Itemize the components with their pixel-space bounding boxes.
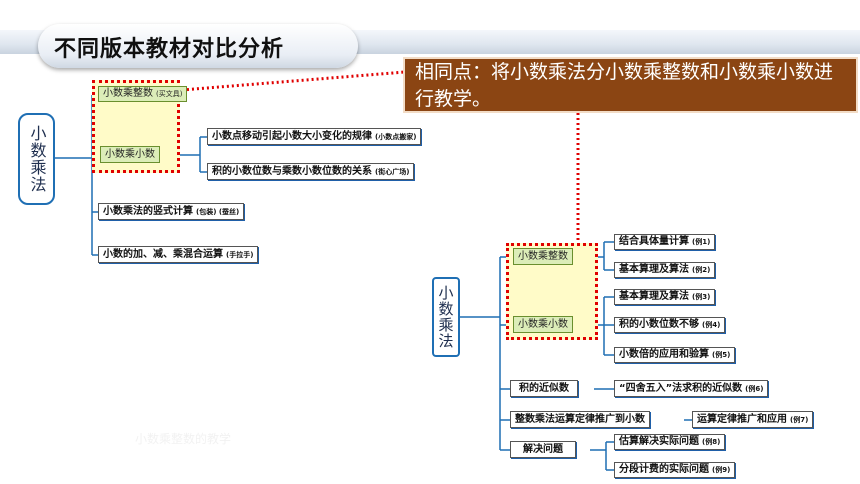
page-title: 不同版本教材对比分析 bbox=[54, 37, 285, 62]
left-branch-decimal-times-integer: 小数乘整数 (买文具) bbox=[98, 86, 188, 102]
node-tag: (例1) bbox=[692, 238, 711, 246]
right-branch-approximate-product: 积的近似数 bbox=[510, 380, 578, 397]
node-tag: (例3) bbox=[692, 293, 711, 301]
right-sub-basic-algorithm-1: 基本算理及算法(例2) bbox=[614, 262, 716, 278]
right-sub-basic-algorithm-2: 基本算理及算法(例3) bbox=[614, 289, 716, 305]
node-label: 小数乘法的竖式计算 bbox=[103, 205, 193, 217]
node-tag: (包装) (蚕丝) bbox=[196, 207, 240, 216]
node-label: 小数点移动引起小数大小变化的规律 bbox=[212, 130, 372, 142]
left-branch-decimal-times-decimal: 小数乘小数 bbox=[100, 146, 160, 163]
left-branch-mixed-operations: 小数的加、减、乘混合运算 (手拉手) bbox=[98, 246, 259, 263]
node-tag: (例6) bbox=[745, 384, 764, 393]
node-label: 小数乘整数 bbox=[103, 88, 153, 99]
node-tag: (例9) bbox=[712, 466, 731, 474]
node-tag: (例8) bbox=[702, 438, 721, 446]
left-branch-vertical-calculation: 小数乘法的竖式计算 (包装) (蚕丝) bbox=[98, 203, 245, 220]
node-tag: (例7) bbox=[790, 415, 809, 424]
node-label: 运算定律推广和应用 bbox=[697, 413, 787, 425]
node-tag: (例5) bbox=[712, 351, 731, 359]
node-label: 分段计费的实际问题 bbox=[619, 464, 709, 475]
left-sub-product-decimal-places: 积的小数位数与乘数小数位数的关系 (街心广场) bbox=[207, 163, 415, 180]
right-branch-decimal-times-decimal: 小数乘小数 bbox=[513, 316, 573, 333]
node-label: 小数倍的应用和验算 bbox=[619, 349, 709, 360]
node-label: 结合具体量计算 bbox=[619, 236, 689, 247]
right-root-node: 小数乘法 bbox=[432, 277, 460, 357]
right-sub-rounding: “四舍五入”法求积的近似数(例6) bbox=[614, 380, 769, 397]
right-sub-laws-application: 运算定律推广和应用(例7) bbox=[692, 411, 814, 428]
node-label: “四舍五入”法求积的近似数 bbox=[619, 382, 743, 394]
node-tag: (例2) bbox=[692, 266, 711, 274]
node-label: 基本算理及算法 bbox=[619, 264, 689, 275]
node-label: 小数的加、减、乘混合运算 bbox=[103, 248, 223, 260]
node-tag: (例4) bbox=[702, 321, 721, 329]
right-sub-multiple-application: 小数倍的应用和验算(例5) bbox=[614, 347, 736, 363]
left-sub-decimal-point-shift: 小数点移动引起小数大小变化的规律 (小数点搬家) bbox=[207, 128, 422, 145]
right-sub-estimation: 估算解决实际问题(例8) bbox=[614, 434, 726, 450]
node-tag: (手拉手) bbox=[226, 250, 254, 259]
faint-watermark-text: 小数乘整数的教学 bbox=[135, 432, 232, 446]
node-label: 积的小数位数与乘数小数位数的关系 bbox=[212, 165, 372, 177]
right-sub-concrete-quantity: 结合具体量计算(例1) bbox=[614, 234, 716, 250]
node-label: 基本算理及算法 bbox=[619, 291, 689, 302]
title-tab bbox=[38, 24, 358, 68]
similarity-callout: 相同点：将小数乘法分小数乘整数和小数乘小数进行教学。 bbox=[403, 57, 858, 113]
node-tag: (街心广场) bbox=[375, 167, 410, 176]
right-branch-problem-solving: 解决问题 bbox=[510, 441, 576, 458]
right-sub-insufficient-places: 积的小数位数不够(例4) bbox=[614, 317, 726, 333]
node-label: 积的小数位数不够 bbox=[619, 319, 699, 330]
node-tag: (买文具) bbox=[156, 90, 183, 98]
node-tag: (小数点搬家) bbox=[375, 132, 417, 141]
right-branch-decimal-times-integer: 小数乘整数 bbox=[513, 248, 573, 265]
left-root-node: 小数乘法 bbox=[18, 113, 55, 205]
right-sub-tiered-billing: 分段计费的实际问题(例9) bbox=[614, 462, 736, 478]
node-label: 估算解决实际问题 bbox=[619, 436, 699, 447]
right-branch-operation-laws: 整数乘法运算定律推广到小数 bbox=[510, 411, 650, 428]
